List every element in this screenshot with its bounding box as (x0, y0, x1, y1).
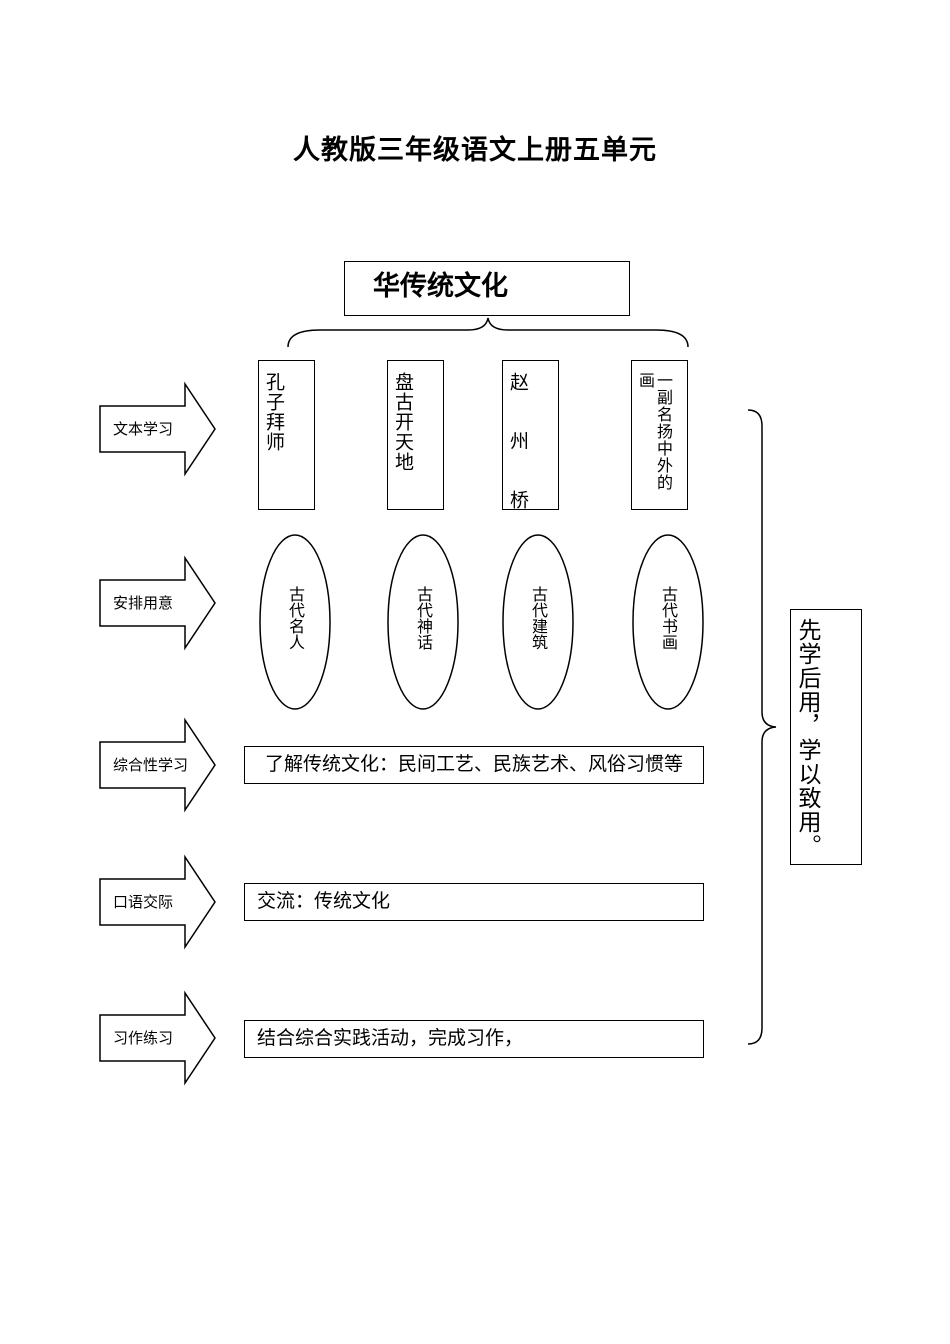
arrow-writing-shape (99, 990, 216, 1086)
oval-4-shape (632, 534, 704, 710)
lesson-box-4 (631, 360, 688, 510)
oval-1-shape (259, 534, 331, 710)
writing-box: 结合综合实践活动，完成习作， (244, 1020, 704, 1058)
lesson-box-3 (502, 360, 559, 510)
summary-text: 先学后用，学以致用。 (794, 618, 820, 858)
theme-label: 古代神话 (414, 586, 433, 650)
comprehensive-box: 了解传统文化：民间工艺、民族艺术、风俗习惯等 (244, 746, 704, 784)
theme-label: 古代建筑 (529, 586, 548, 650)
topic-box: 华传统文化 (344, 261, 630, 316)
lesson-label: 赵 州 桥 (507, 372, 529, 518)
row-label-texts: 文本学习 (113, 420, 174, 438)
oral-box: 交流：传统文化 (244, 883, 704, 921)
top-brace (287, 317, 689, 348)
lesson-box-2 (387, 360, 444, 510)
oval-3-shape (502, 534, 574, 710)
row-label-intent: 安排用意 (113, 594, 174, 612)
arrow-comprehensive-shape (99, 717, 216, 813)
summary-box (790, 609, 862, 865)
arrow-oral-shape (99, 854, 216, 950)
lesson-label: 盘古开天地 (392, 372, 414, 472)
lesson-box-1 (258, 360, 315, 510)
row-label-writing: 习作练习 (113, 1029, 174, 1047)
lesson-label: 一副名扬中外的画 (636, 372, 673, 491)
oval-2-shape (387, 534, 459, 710)
page-title: 人教版三年级语文上册五单元 (293, 135, 657, 166)
arrow-texts-shape (99, 381, 216, 477)
theme-label: 古代书画 (659, 586, 678, 650)
theme-label: 古代名人 (286, 586, 305, 650)
lesson-label: 孔子拜师 (263, 372, 285, 452)
row-label-comprehensive: 综合性学习 (113, 756, 189, 774)
arrow-intent-shape (99, 555, 216, 651)
right-brace (747, 409, 777, 1045)
row-label-oral: 口语交际 (113, 893, 174, 911)
